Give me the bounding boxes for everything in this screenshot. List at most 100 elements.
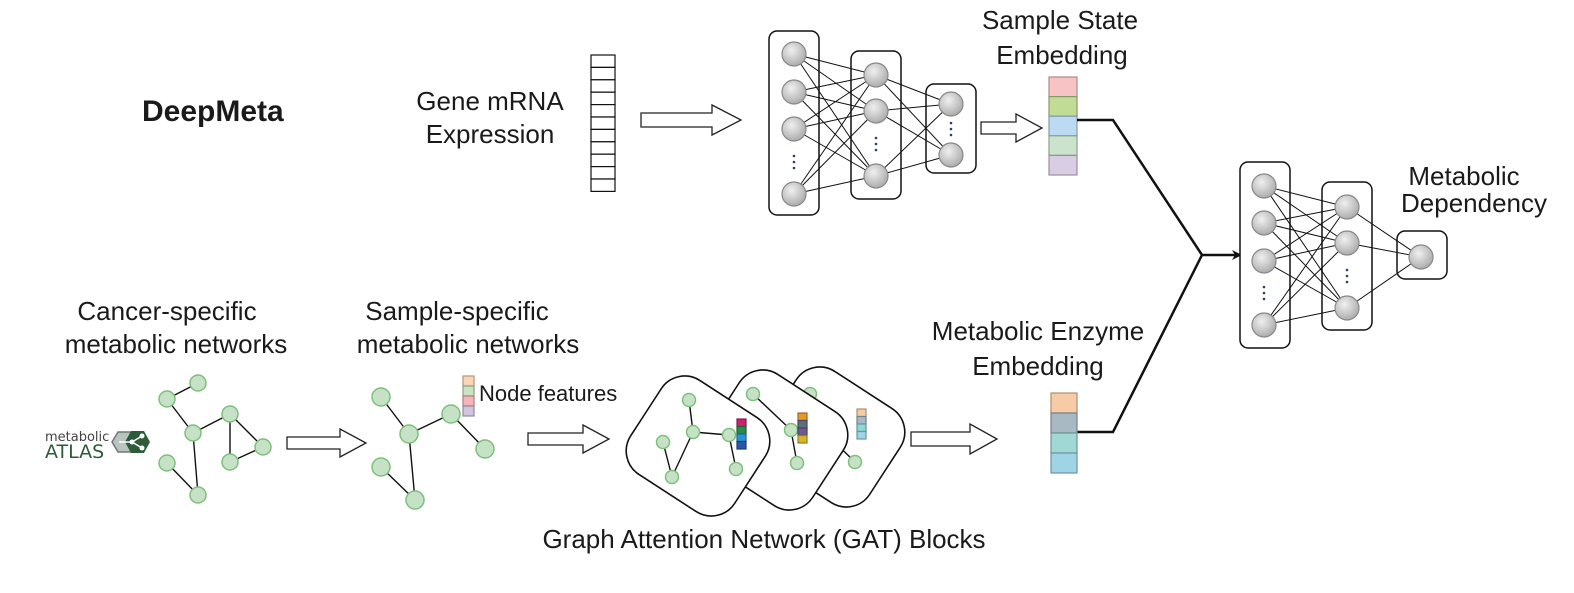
metabolic-dependency-label-line2: Dependency	[1401, 188, 1547, 218]
encoder-neuron	[781, 116, 807, 142]
encoder-ellipsis	[792, 166, 796, 170]
cancer-networks-label-line2: metabolic networks	[65, 329, 288, 359]
predictor-edge	[1263, 222, 1348, 244]
predictor-edge	[1346, 256, 1422, 309]
predictor-neuron	[1408, 244, 1434, 270]
node-features-label: Node features	[479, 381, 617, 406]
node-feature-cell	[462, 405, 475, 417]
encoder-edge	[793, 110, 877, 130]
predictor-edge	[1263, 307, 1348, 326]
node-feature-cell	[462, 375, 475, 387]
cancer-graph-node	[189, 374, 207, 392]
sample-graph-node	[405, 490, 425, 510]
gene-vector-cell	[590, 79, 616, 93]
encoder-neuron	[938, 142, 964, 168]
encoder-ellipsis	[792, 154, 796, 158]
enzyme-embedding-cell	[1050, 452, 1078, 474]
gene-vector-cell	[590, 178, 616, 192]
encoder-edge	[875, 74, 952, 156]
cancer-graph-node	[158, 390, 176, 408]
predictor-neuron	[1251, 312, 1277, 338]
predictor-neuron	[1334, 194, 1360, 220]
cancer-graph-node	[184, 424, 202, 442]
enzyme-embedding-label-line1: Metabolic Enzyme	[932, 316, 1144, 346]
logo-text-line2: ATLAS	[45, 441, 104, 463]
gat-graph-node	[685, 424, 701, 440]
encoder-edge	[793, 74, 877, 93]
sample-embedding-cell	[1048, 115, 1078, 137]
arrow-cancer-to-sample-network	[286, 427, 368, 459]
node-features-vector	[462, 375, 475, 417]
gene-vector-cell	[590, 141, 616, 155]
sample-graph-node	[371, 387, 391, 407]
logo-text-line1: metabolic	[45, 430, 109, 445]
cancer-graph-edge	[192, 432, 199, 496]
gene-vector-cell	[590, 54, 616, 68]
gat-blocks-caption: Graph Attention Network (GAT) Blocks	[542, 524, 985, 554]
gat-graph-node	[789, 455, 805, 471]
gat-feature-cell	[797, 427, 808, 437]
encoder-ellipsis	[874, 142, 878, 146]
encoder-neuron	[863, 62, 889, 88]
predictor-edge	[1263, 206, 1348, 262]
gat-feature-cell	[856, 430, 867, 440]
arrow-network-to-gat	[527, 423, 611, 455]
gene-vector-cell	[590, 66, 616, 81]
encoder-ellipsis	[949, 127, 953, 131]
gat-feature-cell	[856, 423, 867, 433]
encoder-neuron	[781, 41, 807, 67]
connector-sample-embedding	[1077, 118, 1204, 256]
gene-vector-cell	[590, 153, 616, 168]
gat-graph-node	[664, 469, 680, 485]
gat-block-frame	[625, 375, 771, 517]
encoder-edge	[875, 103, 952, 177]
gat-graph-edge	[752, 393, 792, 431]
gene-vector-cell	[590, 91, 616, 106]
encoder-edge	[793, 74, 877, 130]
gat-feature-cell	[856, 408, 867, 418]
predictor-edge	[1346, 206, 1422, 258]
encoder-neuron	[781, 79, 807, 105]
encoder-ellipsis	[949, 133, 953, 137]
cancer-graph-node	[221, 405, 239, 423]
gat-feature-cell	[736, 418, 747, 428]
sample-graph-node	[475, 439, 495, 459]
predictor-neuron	[1334, 295, 1360, 321]
gat-graph-node	[745, 386, 761, 402]
arrow-gat-to-enzyme-embedding	[910, 422, 999, 456]
encoder-edge	[875, 74, 952, 105]
cancer-graph-node	[158, 454, 176, 472]
dependency-predictor-network	[1239, 161, 1448, 349]
cancer-specific-network-graph	[158, 374, 272, 504]
gene-vector-cell	[590, 103, 616, 118]
gat-graph-node	[847, 454, 863, 470]
encoder-edge	[875, 154, 952, 177]
sample-state-embedding-vector	[1048, 76, 1078, 176]
predictor-ellipsis	[1262, 297, 1266, 301]
enzyme-embedding-cell	[1050, 432, 1078, 454]
gat-feature-cell	[736, 433, 747, 443]
sample-state-label-line1: Sample State	[982, 5, 1138, 35]
predictor-edge	[1263, 242, 1348, 262]
sample-graph-node	[371, 457, 391, 477]
gat-feature-cell	[856, 415, 867, 425]
cancer-networks-label-line1: Cancer-specific	[77, 296, 256, 326]
node-feature-cell	[462, 395, 475, 407]
sample-networks-label-line1: Sample-specific	[365, 296, 549, 326]
gene-expression-label-line1: Gene mRNA	[416, 86, 564, 116]
gat-graph-node	[721, 427, 737, 443]
sample-embedding-cell	[1048, 135, 1078, 157]
sample-specific-network-graph	[371, 387, 495, 510]
predictor-neuron	[1334, 230, 1360, 256]
cancer-graph-node	[189, 486, 207, 504]
enzyme-embedding-vector	[1050, 392, 1078, 474]
gene-expression-vector	[590, 54, 616, 192]
cancer-graph-node	[221, 453, 239, 471]
enzyme-embedding-cell	[1050, 412, 1078, 434]
gat-feature-cell	[797, 419, 808, 429]
gat-graph-node	[655, 434, 671, 450]
predictor-edge	[1263, 206, 1348, 326]
cancer-graph-node	[254, 438, 272, 456]
predictor-neuron	[1251, 248, 1277, 274]
